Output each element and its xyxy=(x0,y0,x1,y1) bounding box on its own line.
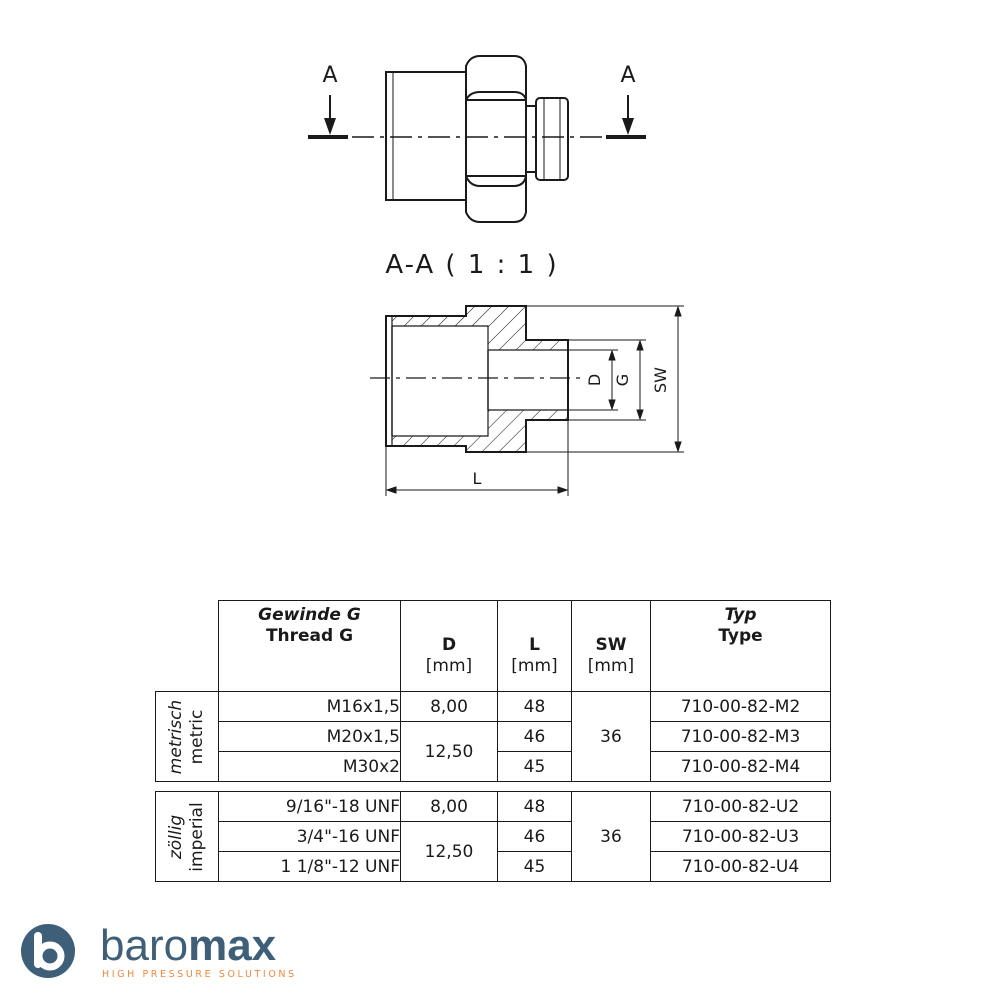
l-cell: 45 xyxy=(497,751,572,782)
group-label-imperial: zöllig imperial xyxy=(155,791,219,882)
l-cell: 45 xyxy=(497,851,572,882)
table-row: M30x2 45 710-00-82-M4 xyxy=(156,751,831,782)
thread-cell: M30x2 xyxy=(218,751,401,782)
header-type-en: Type xyxy=(718,626,763,646)
header-d: D [mm] xyxy=(400,600,498,692)
logo-name-bold: max xyxy=(188,921,277,970)
thread-cell: M16x1,5 xyxy=(218,691,401,722)
l-cell: 48 xyxy=(497,791,572,822)
group-imperial-en: imperial xyxy=(187,801,207,872)
header-type-de: Typ xyxy=(724,605,757,625)
dimension-sw-label: SW xyxy=(651,367,670,393)
table-row: M20x1,5 12,50 46 710-00-82-M3 xyxy=(156,721,831,782)
header-sw-unit: [mm] xyxy=(587,656,635,676)
type-cell: 710-00-82-M2 xyxy=(650,691,831,722)
table-header-row: Gewinde G Thread G D [mm] L [mm] SW [mm]… xyxy=(156,600,831,692)
table-row: 1 1/8"-12 UNF 45 710-00-82-U4 xyxy=(156,851,831,882)
group-label-metric: metrisch metric xyxy=(155,691,219,782)
d-cell: 8,00 xyxy=(400,791,498,822)
logo-name: baromax xyxy=(100,921,277,970)
header-sw-label: SW xyxy=(595,635,627,655)
thread-cell: 3/4"-16 UNF xyxy=(218,821,401,852)
table-row: metrisch metric M16x1,5 8,00 48 36 710-0… xyxy=(155,691,831,782)
baromax-logo: baromax HIGH PRESSURE SOLUTIONS xyxy=(21,921,297,980)
header-l-unit: [mm] xyxy=(511,656,558,676)
specification-table: Gewinde G Thread G D [mm] L [mm] SW [mm]… xyxy=(155,600,831,882)
header-l: L [mm] xyxy=(497,600,572,692)
thread-cell: M20x1,5 xyxy=(218,721,401,752)
sw-cell: 36 xyxy=(571,691,651,782)
group-imperial-de: zöllig xyxy=(166,814,186,859)
table-row: zöllig imperial 9/16"-18 UNF 8,00 48 36 … xyxy=(155,791,831,882)
thread-cell: 1 1/8"-12 UNF xyxy=(218,851,401,882)
group-metric-en: metric xyxy=(187,709,207,764)
table-row: 3/4"-16 UNF 12,50 46 710-00-82-U3 xyxy=(156,821,831,882)
section-marker-right: A xyxy=(620,63,635,88)
b-logo-icon xyxy=(21,924,75,978)
l-cell: 48 xyxy=(497,691,572,722)
l-cell: 46 xyxy=(497,721,572,752)
dimension-d-label: D xyxy=(585,374,604,386)
header-l-label: L xyxy=(529,635,540,655)
sw-cell: 36 xyxy=(571,791,651,882)
header-sw: SW [mm] xyxy=(571,600,651,692)
type-cell: 710-00-82-U4 xyxy=(650,851,831,882)
dimension-l-label: L xyxy=(473,469,482,488)
d-cell: 12,50 xyxy=(400,821,498,882)
header-d-unit: [mm] xyxy=(425,656,473,676)
header-thread-en: Thread G xyxy=(265,626,354,646)
logo-tagline: HIGH PRESSURE SOLUTIONS xyxy=(102,969,297,980)
thread-cell: 9/16"-18 UNF xyxy=(218,791,401,822)
d-cell: 12,50 xyxy=(400,721,498,782)
type-cell: 710-00-82-M4 xyxy=(650,751,831,782)
technical-drawing: A A A-A ( 1 : 1 ) xyxy=(308,55,684,496)
header-thread: Gewinde G Thread G xyxy=(218,600,401,692)
side-view xyxy=(385,55,569,223)
type-cell: 710-00-82-U2 xyxy=(650,791,831,822)
section-title: A-A ( 1 : 1 ) xyxy=(385,250,558,280)
logo-name-light: baro xyxy=(100,921,188,970)
group-metric-de: metrisch xyxy=(166,699,186,774)
header-d-label: D xyxy=(441,635,457,655)
dimension-g-label: G xyxy=(613,374,632,386)
type-cell: 710-00-82-M3 xyxy=(650,721,831,752)
header-type: Typ Type xyxy=(650,600,831,692)
section-marker-left: A xyxy=(322,63,337,88)
group-separator xyxy=(156,782,831,792)
d-cell: 8,00 xyxy=(400,691,498,722)
l-cell: 46 xyxy=(497,821,572,852)
header-thread-de: Gewinde G xyxy=(258,605,361,625)
section-line-a xyxy=(308,95,646,139)
dimension-lines xyxy=(385,305,684,496)
type-cell: 710-00-82-U3 xyxy=(650,821,831,852)
section-view xyxy=(370,305,580,453)
